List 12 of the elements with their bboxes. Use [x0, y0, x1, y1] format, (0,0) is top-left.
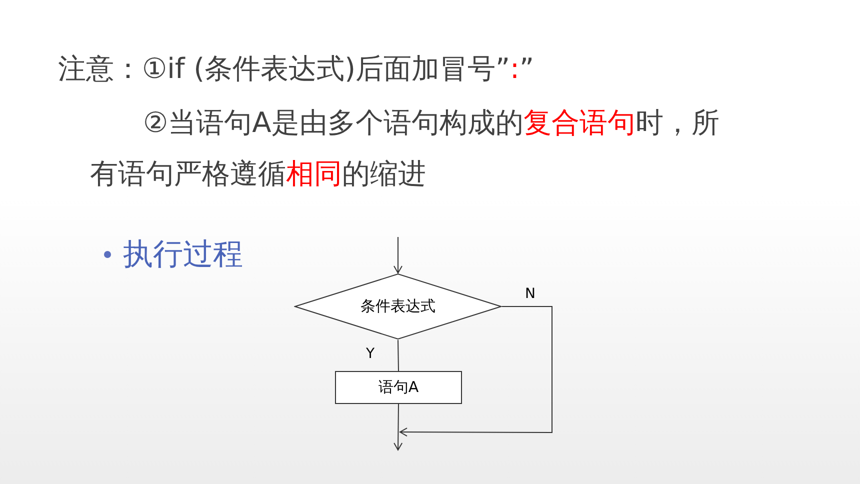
- edge-label: N: [525, 286, 536, 302]
- arrow: [400, 306, 552, 437]
- node-text: 条件表达式: [360, 297, 436, 316]
- note-paragraph: ②当语句A是由多个语句构成的复合语句时，所有语句严格遵循相同的缩进: [90, 105, 720, 192]
- process-box: [335, 371, 462, 404]
- decision-diamond: [294, 273, 502, 340]
- note-text: 注意：①if (条件表达式)后面加冒号”:”: [58, 51, 534, 87]
- arrow: [394, 236, 402, 274]
- arrow: [394, 404, 403, 450]
- node-text: 语句A: [378, 378, 419, 397]
- section-heading: 执行过程: [123, 236, 243, 274]
- edge-label: Y: [366, 346, 375, 362]
